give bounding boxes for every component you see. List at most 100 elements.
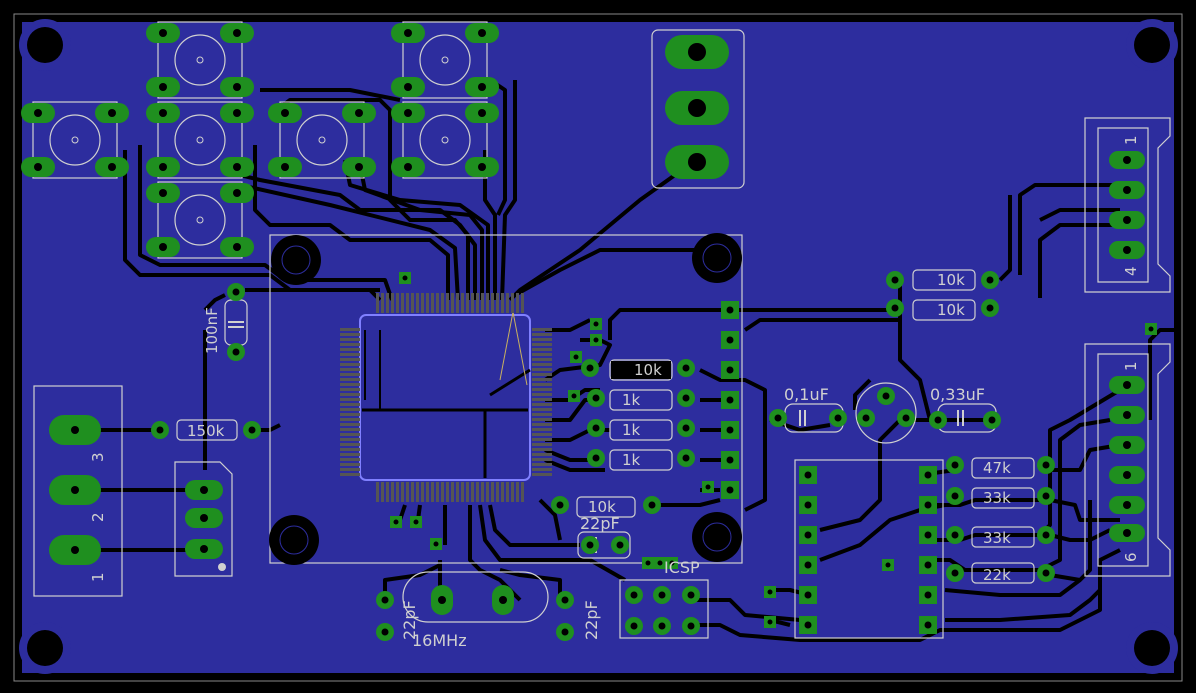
mcu-pin bbox=[446, 482, 449, 502]
mcu-pin bbox=[376, 482, 379, 502]
mcu-pin bbox=[476, 482, 479, 502]
label-r-10k-mid: 10k bbox=[634, 361, 662, 379]
mcu-pin bbox=[446, 293, 449, 313]
mcu-pin bbox=[506, 293, 509, 313]
label-r-10k-low: 10k bbox=[588, 498, 616, 516]
mcu-pin bbox=[340, 393, 360, 396]
mcu-pin bbox=[532, 403, 552, 406]
mcu-pin bbox=[340, 403, 360, 406]
mcu-pin bbox=[532, 408, 552, 411]
mcu-pins bbox=[340, 293, 552, 502]
resistor-body bbox=[609, 449, 673, 471]
mcu-pin bbox=[340, 448, 360, 451]
mcu-pin bbox=[441, 293, 444, 313]
mcu-pin bbox=[340, 438, 360, 441]
label-r-1k-c: 1k bbox=[622, 451, 641, 469]
mcu-pin bbox=[532, 343, 552, 346]
mcu-pin bbox=[340, 383, 360, 386]
mcu-pin bbox=[481, 482, 484, 502]
mcu-pin bbox=[496, 293, 499, 313]
mcu-pin bbox=[476, 293, 479, 313]
board-outline bbox=[13, 13, 1183, 682]
tactile-button bbox=[268, 101, 376, 179]
mcu-pin bbox=[340, 328, 360, 331]
label-c-22pf-top: 22pF bbox=[580, 514, 620, 533]
mcu-pin bbox=[340, 443, 360, 446]
label-conn-left-pin1: 1 bbox=[89, 572, 107, 582]
mcu-pin bbox=[491, 482, 494, 502]
mcu-pin bbox=[532, 398, 552, 401]
mcu-pin bbox=[340, 428, 360, 431]
resistor-body bbox=[912, 299, 976, 321]
mcu-package bbox=[359, 311, 531, 481]
mcu-pin bbox=[532, 438, 552, 441]
tactile-button bbox=[391, 21, 499, 99]
mcu-pin bbox=[451, 293, 454, 313]
mcu-pin bbox=[381, 482, 384, 502]
mcu-pin bbox=[511, 293, 514, 313]
mcu-pin bbox=[532, 458, 552, 461]
label-c-22pf-right: 22pF bbox=[582, 600, 601, 640]
mcu-pin bbox=[532, 333, 552, 336]
mcu-pin bbox=[426, 482, 429, 502]
mcu-pin bbox=[340, 423, 360, 426]
mcu-pin bbox=[532, 418, 552, 421]
tactile-button bbox=[21, 101, 129, 179]
mcu-pin bbox=[340, 453, 360, 456]
mcu-pin bbox=[532, 328, 552, 331]
label-r-1k-b: 1k bbox=[622, 421, 641, 439]
resistor-body bbox=[609, 389, 673, 411]
mcu-pin bbox=[421, 482, 424, 502]
resistor-body bbox=[912, 269, 976, 291]
mcu-pin bbox=[501, 482, 504, 502]
resistor-body-dark bbox=[611, 361, 671, 379]
label-r-33k-a: 33k bbox=[983, 489, 1011, 507]
mcu-pin bbox=[416, 293, 419, 313]
mcu-pin bbox=[426, 293, 429, 313]
mcu-pin bbox=[466, 293, 469, 313]
mcu-pin bbox=[411, 293, 414, 313]
mcu-pin bbox=[401, 482, 404, 502]
mcu-pin bbox=[532, 448, 552, 451]
mcu-pin bbox=[461, 482, 464, 502]
label-crystal: 16MHz bbox=[412, 631, 467, 650]
mcu-pin bbox=[532, 428, 552, 431]
mcu-pin bbox=[340, 418, 360, 421]
label-c-01uf: 0,1uF bbox=[784, 385, 829, 404]
tactile-button bbox=[391, 101, 499, 179]
resistor-body bbox=[576, 496, 636, 518]
mcu-pin bbox=[441, 482, 444, 502]
tactile-button bbox=[146, 101, 254, 179]
mcu-pin bbox=[340, 353, 360, 356]
mcu-pin bbox=[532, 373, 552, 376]
mcu-pin bbox=[381, 293, 384, 313]
tactile-button bbox=[146, 21, 254, 99]
label-r-150k: 150k bbox=[187, 422, 225, 440]
mcu-pin bbox=[340, 373, 360, 376]
mcu-pin bbox=[340, 368, 360, 371]
label-r-10k-right-bottom: 10k bbox=[937, 301, 965, 319]
mcu-pin bbox=[516, 482, 519, 502]
mcu-pin bbox=[532, 378, 552, 381]
mcu-pin bbox=[532, 423, 552, 426]
mounting-holes bbox=[19, 19, 1178, 674]
label-r-1k-a: 1k bbox=[622, 391, 641, 409]
mcu-pin bbox=[501, 293, 504, 313]
mcu-pin bbox=[436, 293, 439, 313]
mcu-pin bbox=[532, 463, 552, 466]
mcu-pin bbox=[471, 293, 474, 313]
label-c-100nf: 100nF bbox=[203, 307, 221, 354]
mcu-pin bbox=[532, 468, 552, 471]
mcu-pin bbox=[456, 293, 459, 313]
mcu-pin bbox=[340, 343, 360, 346]
mcu-pin bbox=[532, 368, 552, 371]
mcu-pin bbox=[532, 393, 552, 396]
mcu-pin bbox=[532, 443, 552, 446]
mcu-pin bbox=[406, 482, 409, 502]
label-icsp: ICSP bbox=[664, 558, 700, 577]
mcu-pin bbox=[511, 482, 514, 502]
resistor-body bbox=[609, 359, 673, 381]
mcu-pin bbox=[532, 388, 552, 391]
mcu-pin bbox=[516, 293, 519, 313]
resistor-body bbox=[609, 419, 673, 441]
